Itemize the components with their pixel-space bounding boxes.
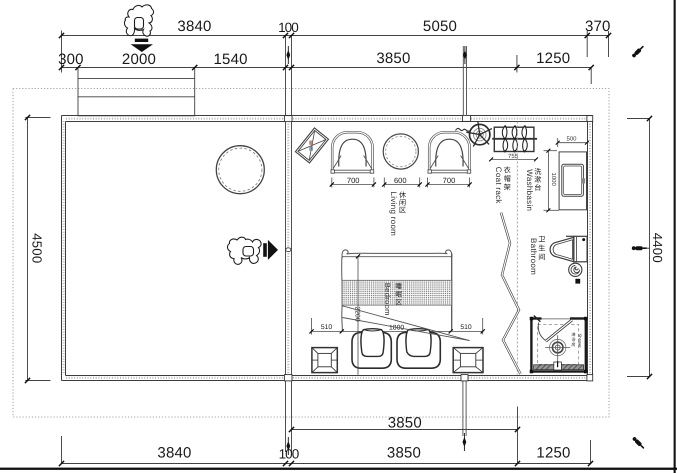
svg-text:卫: 卫 — [538, 235, 545, 244]
svg-text:生: 生 — [538, 244, 545, 253]
svg-text:台: 台 — [534, 183, 541, 192]
svg-text:3850: 3850 — [388, 415, 422, 432]
svg-text:衣: 衣 — [504, 166, 511, 175]
svg-text:漱: 漱 — [534, 175, 541, 184]
svg-text:3840: 3840 — [157, 445, 191, 462]
svg-text:Washbasin: Washbasin — [525, 169, 534, 211]
svg-text:1250: 1250 — [536, 445, 570, 462]
svg-text:3840: 3840 — [177, 18, 211, 35]
svg-text:2000: 2000 — [122, 51, 156, 68]
svg-text:100: 100 — [279, 447, 299, 462]
svg-text:架: 架 — [504, 183, 511, 192]
svg-text:700: 700 — [347, 176, 360, 185]
svg-text:4500: 4500 — [30, 233, 45, 263]
svg-text:Bathroom: Bathroom — [529, 238, 538, 275]
svg-text:2200: 2200 — [354, 307, 361, 322]
svg-text:3850: 3850 — [376, 50, 410, 67]
svg-text:Shower: Shower — [578, 334, 583, 349]
svg-text:淋: 淋 — [571, 332, 576, 337]
svg-text:755: 755 — [508, 153, 519, 160]
svg-text:浴: 浴 — [571, 337, 576, 342]
svg-text:1000: 1000 — [550, 173, 557, 187]
svg-text:3850: 3850 — [387, 445, 421, 462]
svg-text:510: 510 — [321, 324, 333, 331]
svg-text:Living room: Living room — [389, 192, 398, 237]
svg-text:间: 间 — [538, 253, 545, 262]
svg-text:区: 区 — [399, 206, 406, 215]
svg-text:100: 100 — [278, 20, 298, 35]
svg-text:房: 房 — [571, 342, 575, 347]
svg-text:700: 700 — [443, 176, 456, 185]
svg-text:600: 600 — [394, 176, 407, 185]
svg-text:5050: 5050 — [423, 18, 457, 35]
svg-text:510: 510 — [460, 324, 472, 331]
svg-text:闲: 闲 — [399, 198, 406, 207]
svg-text:1800: 1800 — [389, 325, 404, 332]
svg-text:睡: 睡 — [395, 283, 402, 291]
svg-text:帽: 帽 — [504, 174, 511, 183]
svg-text:洗: 洗 — [534, 167, 541, 176]
svg-text:500: 500 — [566, 135, 577, 142]
svg-text:1540: 1540 — [214, 51, 248, 68]
svg-text:1250: 1250 — [536, 50, 570, 67]
svg-text:Coat rack: Coat rack — [494, 167, 503, 205]
svg-text:Bedroom: Bedroom — [383, 283, 392, 316]
svg-text:4400: 4400 — [650, 233, 665, 263]
svg-text:休: 休 — [399, 191, 407, 200]
svg-text:300: 300 — [58, 51, 84, 68]
svg-text:眠: 眠 — [395, 291, 402, 299]
svg-text:370: 370 — [585, 18, 611, 35]
svg-text:区: 区 — [395, 299, 402, 307]
